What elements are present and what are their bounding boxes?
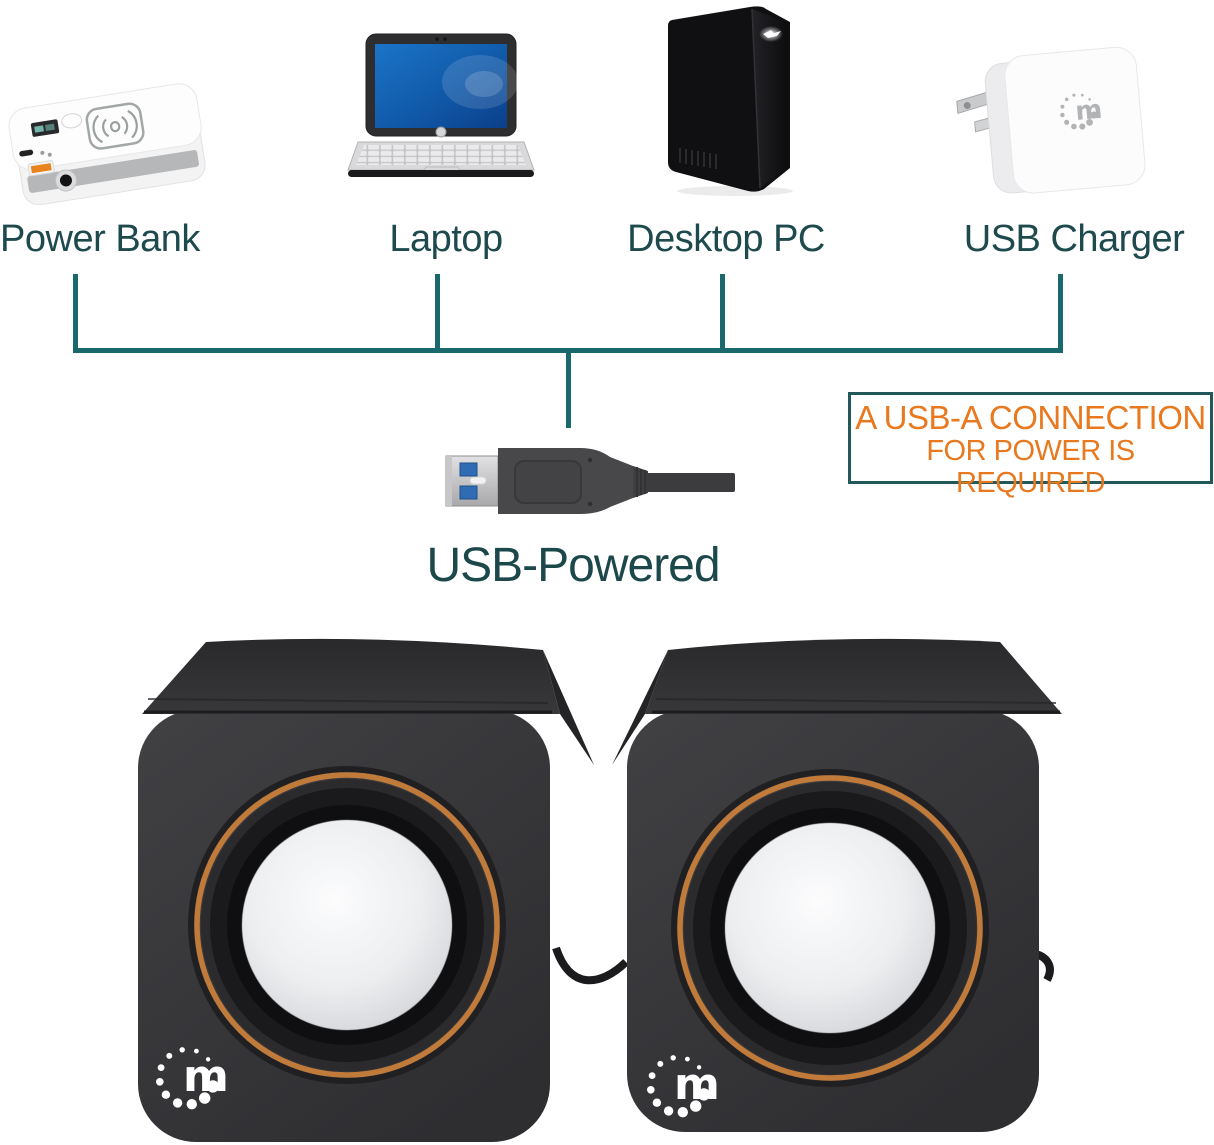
label-power-bank: Power Bank [0, 218, 200, 260]
label-laptop: Laptop [389, 218, 503, 260]
label-desktop-pc: Desktop PC [627, 218, 825, 260]
pc-vents [679, 148, 717, 169]
usb-blue-contact [459, 485, 478, 500]
callout-line1: A USB-A CONNECTION [855, 399, 1206, 436]
connector-line-usb-charger [1058, 274, 1063, 350]
speaker-cone [724, 822, 936, 1034]
powerbank-display [30, 119, 60, 137]
speaker-orange-ring [194, 772, 500, 1078]
connector-line-power-bank [73, 274, 78, 350]
callout-box: A USB-A CONNECTION FOR POWER IS REQUIRED [848, 392, 1213, 498]
manhattan-logo: m [1060, 93, 1103, 130]
connector-line-desktop-pc [720, 274, 725, 350]
laptop-image [347, 33, 535, 177]
wireless-charge-icon [92, 109, 138, 144]
desktop-pc-image [668, 6, 793, 196]
speaker-left: m [138, 638, 594, 1142]
usb-cable [646, 473, 735, 492]
speaker-right: m [612, 638, 1062, 1132]
laptop-screen [375, 44, 507, 128]
callout-line2: FOR POWER IS REQUIRED [926, 434, 1135, 499]
hp-logo [435, 126, 447, 138]
usb-c-port [19, 149, 34, 157]
speaker-orange-ring [677, 775, 983, 1081]
caption-usb-powered: USB-Powered [426, 539, 720, 592]
svg-text:m: m [674, 1059, 720, 1110]
label-usb-charger: USB Charger [963, 218, 1185, 260]
usb-blue-contact [459, 462, 478, 477]
manhattan-logo: m [156, 1047, 229, 1110]
usb-plug-image [445, 448, 735, 514]
speakers-image: m m [138, 638, 1062, 1142]
svg-text:m: m [183, 1051, 229, 1102]
power-bank-image [8, 83, 206, 205]
connector-line-laptop [435, 274, 440, 350]
speaker-link-cable [552, 946, 629, 985]
connector-line-drop [566, 348, 571, 428]
usb-charger-image: m [956, 46, 1146, 194]
speaker-cone [241, 819, 453, 1031]
manhattan-logo: m [647, 1055, 720, 1118]
svg-text:m: m [1074, 95, 1103, 127]
